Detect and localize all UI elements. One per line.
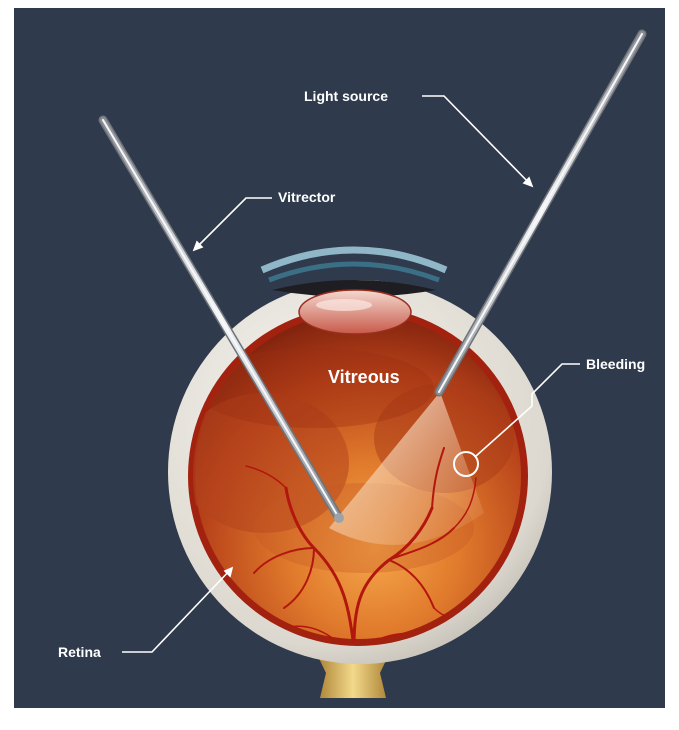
light-pipe-probe <box>439 34 642 392</box>
vitreous-label: Vitreous <box>328 367 400 387</box>
light-source-leader <box>422 96 532 186</box>
vitrector-label: Vitrector <box>278 189 336 205</box>
eye-surgery-diagram: Light source Vitrector Vitreous Bleeding… <box>14 8 665 708</box>
retina-label: Retina <box>58 644 101 660</box>
cornea <box>262 250 446 270</box>
lens <box>299 290 411 334</box>
diagram-panel: Light source Vitrector Vitreous Bleeding… <box>14 8 665 708</box>
light-source-label: Light source <box>304 88 388 104</box>
vitrector-leader <box>194 198 272 250</box>
bleeding-label: Bleeding <box>586 356 645 372</box>
iris <box>269 264 439 280</box>
